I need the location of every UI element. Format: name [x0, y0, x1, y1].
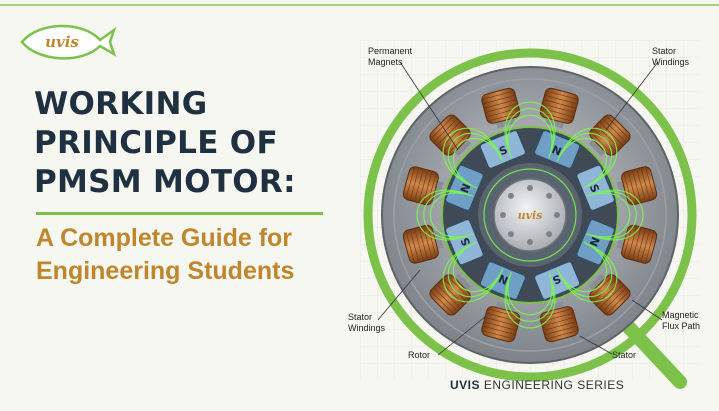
page-title: WORKING PRINCIPLE OF PMSM MOTOR: [34, 85, 296, 202]
flux-line [559, 244, 618, 303]
flux-line [452, 137, 504, 189]
flux-line [590, 191, 637, 239]
hub-bolt [546, 231, 553, 238]
flux-line [442, 127, 501, 186]
flux-line [558, 132, 613, 187]
flux-line [559, 127, 618, 186]
title-line-3: PMSM MOTOR: [34, 164, 296, 200]
uvis-logo: uvis [18, 18, 118, 66]
title-line-1: WORKING [34, 86, 208, 122]
rotor-magnet: S [534, 261, 581, 300]
label-stator-windings-left: Stator Windings [348, 312, 386, 333]
subtitle-line-1: A Complete Guide for [36, 224, 293, 252]
hub-bolt [546, 192, 553, 199]
hub-bolt [554, 212, 560, 218]
subtitle: A Complete Guide for Engineering Student… [36, 222, 294, 288]
footer-brand: UVIS [450, 378, 481, 392]
magnetic-flux-paths [416, 101, 644, 329]
flux-line [558, 243, 613, 298]
label-stator-windings-top: Stator Windings [652, 46, 690, 67]
hub-logo-text: uvis [518, 209, 543, 222]
flux-line [504, 279, 556, 329]
hub-bolt [527, 185, 533, 191]
stator-coil [539, 85, 579, 129]
label-permanent-magnets: Permanent Magnets [368, 46, 413, 67]
flux-line [506, 275, 554, 322]
flux-line [586, 192, 631, 238]
flux-line [507, 114, 553, 159]
footer-series: UVIS ENGINEERING SERIES [450, 378, 624, 392]
label-stator: Stator [612, 350, 637, 360]
rotor-magnet: N [479, 261, 526, 300]
flux-line [507, 271, 553, 316]
hub-bolt [507, 192, 514, 199]
magnifier-handle [615, 313, 687, 389]
hub-bolt [527, 239, 533, 245]
flux-line [447, 243, 502, 298]
title-divider [36, 212, 323, 215]
stator-coil [481, 85, 521, 129]
flux-line [423, 191, 470, 239]
flux-line [556, 137, 608, 189]
flux-line [442, 244, 501, 303]
hub-bolts [500, 185, 560, 245]
magnifier-ring [363, 48, 697, 382]
flux-line [504, 101, 556, 151]
hub-bolt [500, 212, 506, 218]
leader-lines [377, 61, 663, 356]
rotor-magnet: S [479, 130, 526, 169]
flux-line [429, 192, 474, 238]
rotor-magnet: S [445, 219, 484, 266]
footer-series-text: ENGINEERING SERIES [483, 378, 625, 392]
hub-bolt [507, 231, 514, 238]
flux-line [416, 189, 466, 241]
subtitle-line-2: Engineering Students [36, 257, 295, 285]
title-line-2: PRINCIPLE OF [34, 125, 278, 161]
flux-line [594, 189, 644, 241]
rotor-magnet: S [576, 164, 615, 211]
flux-line [452, 241, 504, 293]
flux-line [506, 108, 554, 155]
label-rotor: Rotor [408, 350, 431, 360]
logo-text: uvis [45, 33, 79, 51]
flux-line [447, 132, 502, 187]
label-magnetic-flux-path: Magnetic Flux Path [662, 310, 701, 331]
top-accent-line [0, 4, 719, 6]
flux-ring [483, 168, 577, 262]
flux-line [556, 241, 608, 293]
